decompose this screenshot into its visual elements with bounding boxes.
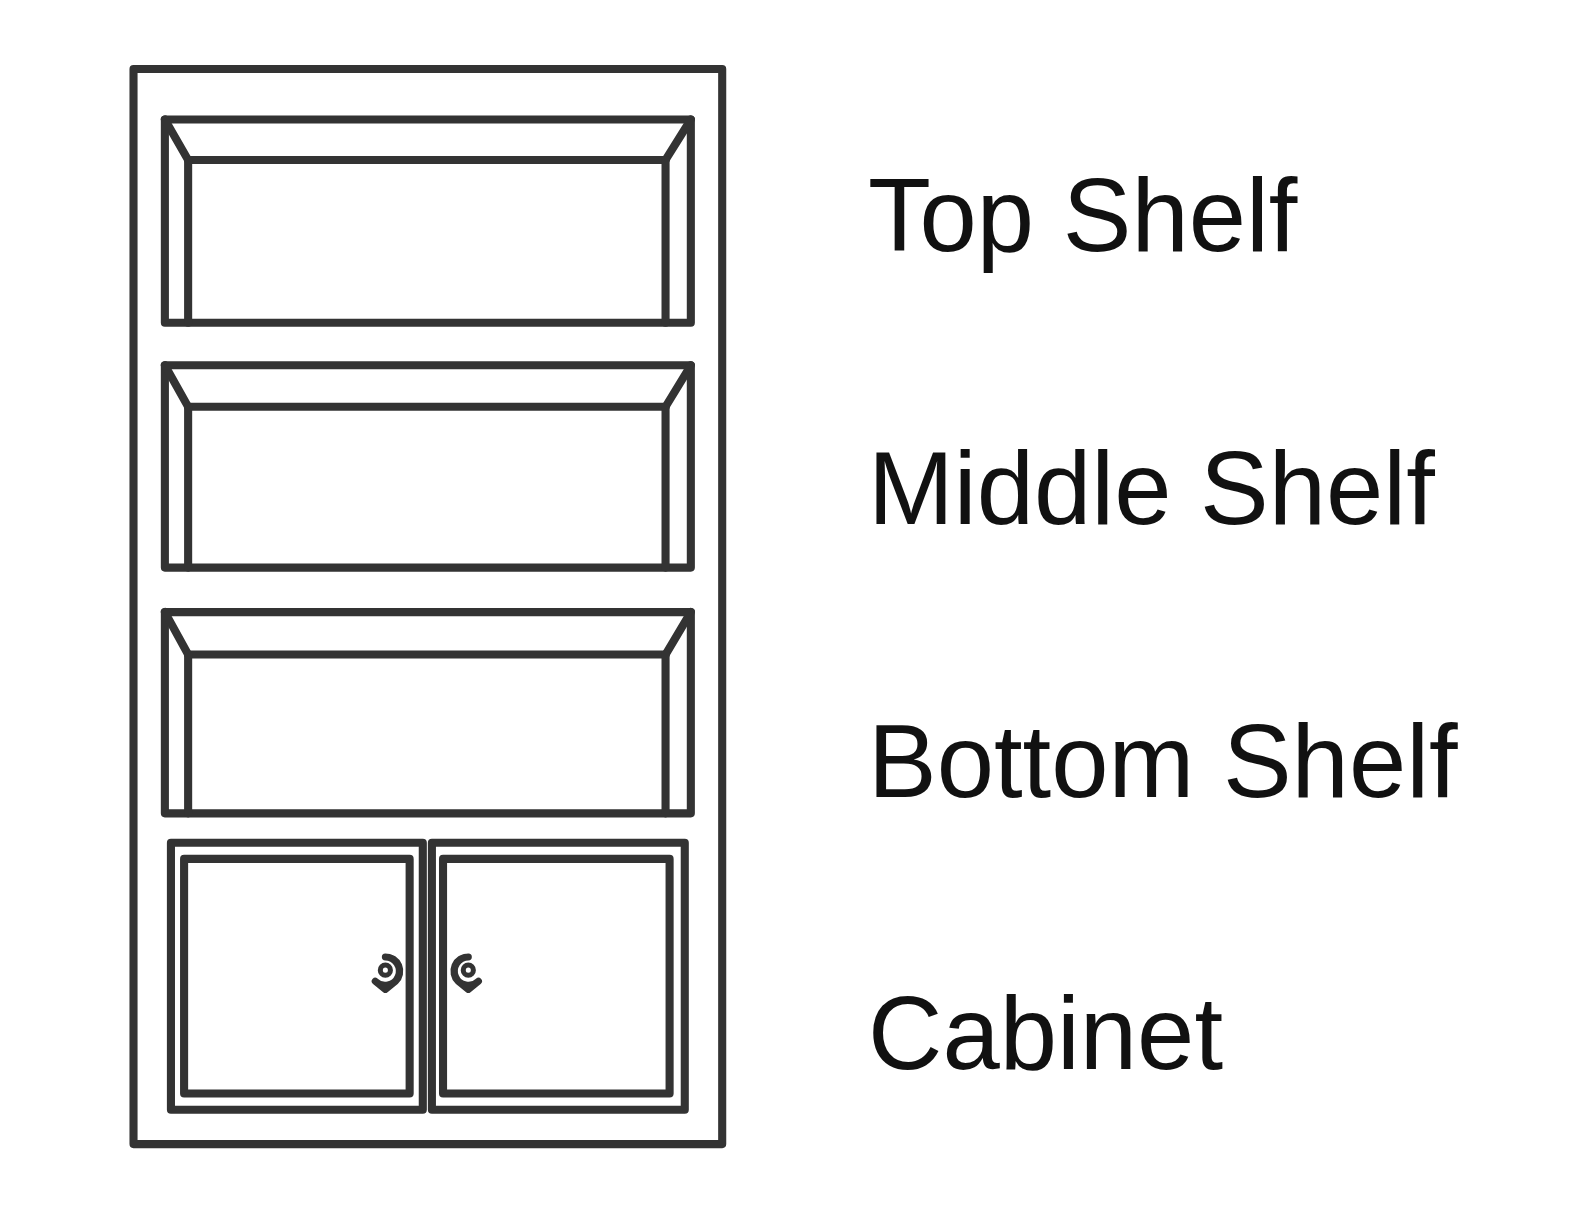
shelf-middle	[165, 365, 691, 567]
shelf-bottom	[165, 612, 691, 813]
cabinet-doors	[171, 843, 685, 1110]
bookcase-frame	[134, 69, 723, 1144]
part-label: Top Shelf	[868, 164, 1297, 267]
part-label: Middle Shelf	[868, 437, 1435, 540]
part-label: Bottom Shelf	[868, 710, 1458, 813]
part-label: Cabinet	[868, 982, 1223, 1085]
shelf-top	[165, 119, 691, 322]
